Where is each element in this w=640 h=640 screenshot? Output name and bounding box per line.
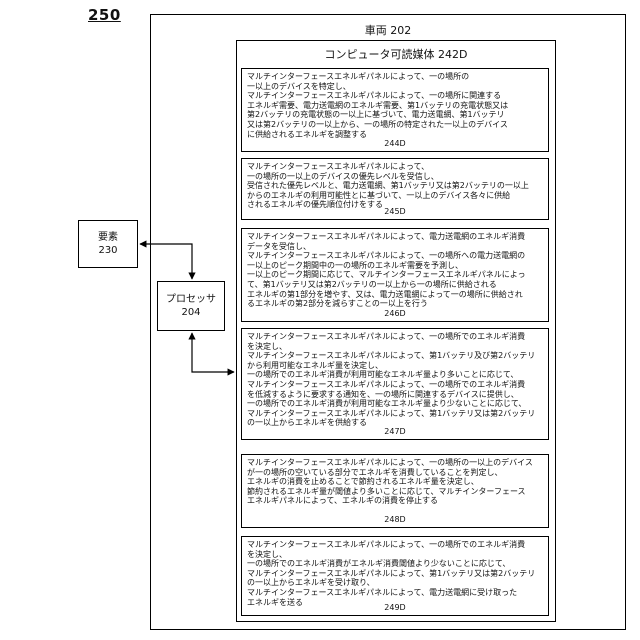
element-ref: 230 bbox=[98, 244, 117, 257]
instruction-ref: 246D bbox=[242, 309, 548, 319]
instruction-text: マルチインターフェースエネルギパネルによって、一の場所でのエネルギ消費 を決定し… bbox=[247, 332, 544, 428]
figure-id: 250 bbox=[88, 6, 121, 24]
element-name: 要素 bbox=[98, 231, 118, 244]
instruction-ref: 248D bbox=[242, 515, 548, 525]
instruction-block-245d: マルチインターフェースエネルギパネルによって、 一の場所の一以上のデバイスの優先… bbox=[241, 158, 549, 220]
instruction-ref: 245D bbox=[242, 207, 548, 217]
instruction-text: マルチインターフェースエネルギパネルによって、一の場所の 一以上のデバイスを特定… bbox=[247, 72, 544, 139]
element-box: 要素 230 bbox=[78, 220, 138, 268]
instruction-ref: 249D bbox=[242, 603, 548, 613]
instruction-block-246d: マルチインターフェースエネルギパネルによって、電力送電網のエネルギ消費 データを… bbox=[241, 228, 549, 322]
processor-name: プロセッサ bbox=[166, 293, 216, 306]
instruction-block-248d: マルチインターフェースエネルギパネルによって、一の場所の一以上のデバイス が一の… bbox=[241, 454, 549, 528]
instruction-block-247d: マルチインターフェースエネルギパネルによって、一の場所でのエネルギ消費 を決定し… bbox=[241, 328, 549, 440]
instruction-text: マルチインターフェースエネルギパネルによって、一の場所でのエネルギ消費 を決定し… bbox=[247, 540, 544, 607]
instruction-text: マルチインターフェースエネルギパネルによって、一の場所の一以上のデバイス が一の… bbox=[247, 458, 544, 506]
instruction-block-244d: マルチインターフェースエネルギパネルによって、一の場所の 一以上のデバイスを特定… bbox=[241, 68, 549, 152]
instruction-text: マルチインターフェースエネルギパネルによって、 一の場所の一以上のデバイスの優先… bbox=[247, 162, 544, 210]
instruction-ref: 244D bbox=[242, 139, 548, 149]
instruction-text: マルチインターフェースエネルギパネルによって、電力送電網のエネルギ消費 データを… bbox=[247, 232, 544, 309]
vehicle-label: 車両 202 bbox=[150, 22, 626, 38]
instruction-ref: 247D bbox=[242, 427, 548, 437]
computer-readable-medium-label: コンピュータ可読媒体 242D bbox=[236, 46, 556, 62]
processor-box: プロセッサ 204 bbox=[157, 281, 225, 331]
instruction-block-249d: マルチインターフェースエネルギパネルによって、一の場所でのエネルギ消費 を決定し… bbox=[241, 536, 549, 616]
processor-ref: 204 bbox=[181, 306, 200, 319]
